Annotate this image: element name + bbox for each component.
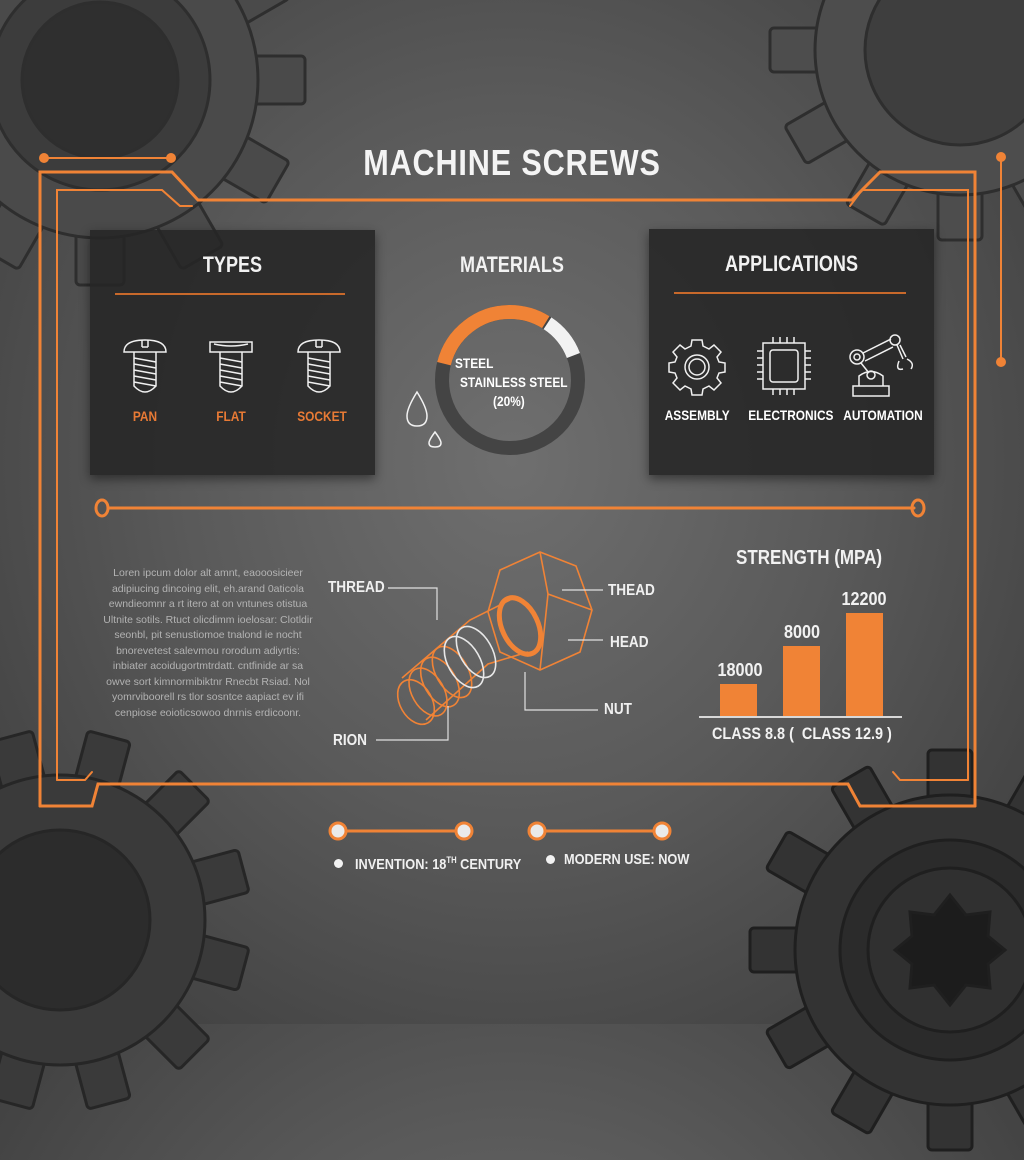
callout-head: HEAD bbox=[610, 634, 649, 651]
callout-nut: NUT bbox=[604, 701, 632, 718]
application-label-assembly: ASSEMBLY bbox=[664, 407, 730, 423]
timeline-invention-sup: TH bbox=[446, 855, 457, 865]
timeline-bullet-1 bbox=[334, 859, 343, 868]
type-label-pan: PAN bbox=[132, 408, 158, 424]
socket-head-screw-icon bbox=[297, 339, 341, 393]
timeline-modern-use: MODERN USE: NOW bbox=[564, 851, 690, 868]
callout-thread: THREAD bbox=[328, 579, 385, 596]
callout-thead: THEAD bbox=[608, 582, 655, 599]
page-title: MACHINE SCREWS bbox=[363, 142, 661, 183]
types-title: TYPES bbox=[202, 252, 263, 277]
timeline-bullet-2 bbox=[546, 855, 555, 864]
bolt-diagram-icon bbox=[396, 551, 593, 726]
donut-label-stainless-steel: STAINLESS STEEL bbox=[460, 374, 568, 390]
applications-panel: APPLICATIONS ASSEMBLY ELECTRONICS AUTOMA… bbox=[649, 229, 934, 475]
robot-arm-icon bbox=[849, 334, 914, 397]
background-gear-bottom-left bbox=[0, 730, 250, 1110]
type-label-socket: SOCKET bbox=[297, 408, 347, 424]
applications-divider bbox=[674, 292, 906, 294]
description-paragraph: Loren ipcum dolor alt amnt, eaooosicieer… bbox=[103, 567, 313, 719]
strength-value-3: 12200 bbox=[841, 589, 887, 609]
strength-chart-title: STRENGTH (MPA) bbox=[736, 547, 883, 569]
strength-value-1: 18000 bbox=[717, 660, 763, 680]
strength-chart-baseline bbox=[699, 716, 902, 718]
diagram-callout-lines bbox=[376, 587, 603, 741]
type-label-flat: FLAT bbox=[216, 408, 246, 424]
strength-chart-x-axis-label: CLASS 8.8 ( CLASS 12.9 ) bbox=[712, 724, 892, 743]
timeline-invention-suffix: CENTURY bbox=[456, 856, 522, 873]
water-drops-icon bbox=[406, 390, 442, 448]
gear-icon bbox=[668, 339, 726, 396]
pan-head-screw-icon bbox=[123, 339, 167, 393]
timeline-invention: INVENTION: 18TH CENTURY bbox=[355, 855, 521, 873]
strength-bar-1 bbox=[720, 684, 757, 717]
donut-label-steel: STEEL bbox=[455, 355, 494, 371]
strength-bar-3 bbox=[846, 613, 883, 717]
applications-title: APPLICATIONS bbox=[725, 251, 858, 276]
strength-bar-2 bbox=[783, 646, 820, 717]
timeline-invention-label: INVENTION: 18 bbox=[355, 856, 447, 873]
application-label-electronics: ELECTRONICS bbox=[748, 407, 834, 423]
callout-rion: RION bbox=[333, 732, 367, 749]
types-panel: TYPES PAN FLAT SOCKET bbox=[90, 230, 375, 475]
donut-label-percent: (20%) bbox=[493, 393, 525, 409]
strength-value-2: 8000 bbox=[783, 622, 821, 642]
circuit-frame bbox=[38, 152, 1006, 841]
materials-title: MATERIALS bbox=[460, 252, 564, 277]
materials-donut-chart bbox=[435, 305, 585, 455]
chip-icon bbox=[757, 337, 811, 395]
flat-head-screw-icon bbox=[209, 341, 253, 393]
types-divider bbox=[115, 293, 345, 295]
application-label-automation: AUTOMATION bbox=[843, 407, 923, 423]
